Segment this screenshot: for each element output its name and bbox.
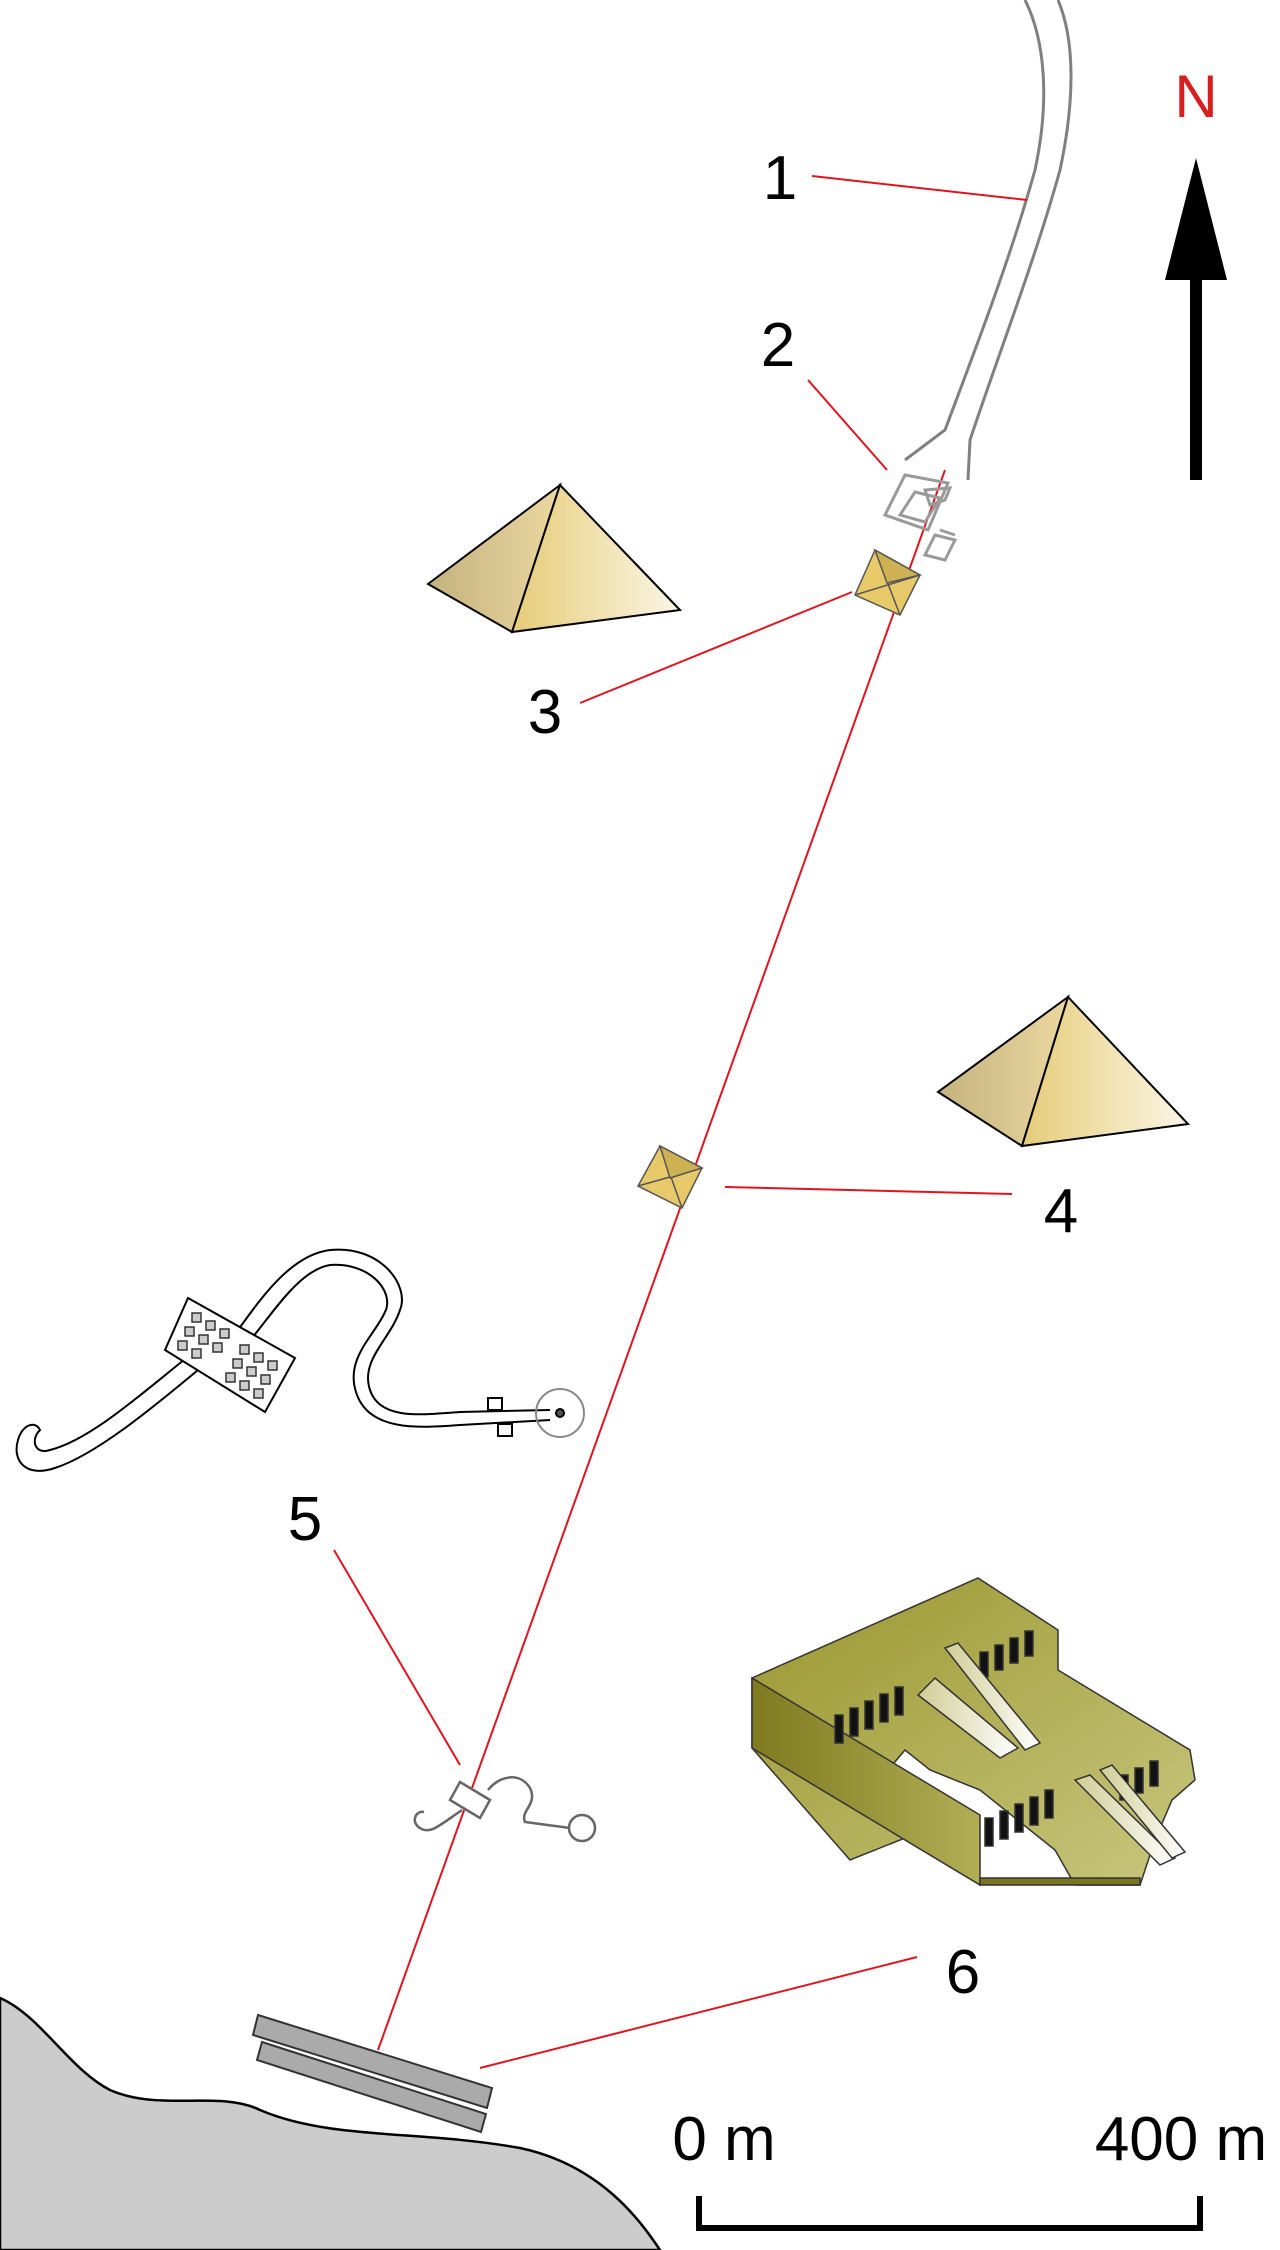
- callout-number-5: 5: [288, 1485, 322, 1554]
- north-letter: N: [1174, 63, 1217, 130]
- pyramid-icon: [426, 482, 683, 634]
- causeway-icon: [904, 0, 1073, 481]
- callout-number-1: 1: [763, 144, 797, 213]
- river-bank-land: [0, 1996, 662, 2250]
- valley-temple-icon: [882, 473, 958, 562]
- pyramid-icon: [936, 994, 1191, 1148]
- small-pyramid-icon: [636, 1144, 704, 1210]
- scale-end-label: 400 m: [1095, 2105, 1267, 2174]
- scale-bar: 0 m 400 m: [672, 2105, 1267, 2231]
- tomb-plan-icon: [15, 1248, 585, 1472]
- callout-number-2: 2: [761, 311, 795, 380]
- callout-number-4: 4: [1044, 1177, 1078, 1246]
- callout-pointers: [333, 175, 1028, 2069]
- small-pyramid-icon: [854, 548, 923, 616]
- tomb-plan-icon: [413, 1776, 597, 1843]
- callout-number-6: 6: [946, 1938, 980, 2007]
- mortuary-temple-icon: [751, 1577, 1196, 1887]
- north-arrow-icon: N: [1165, 63, 1227, 480]
- scale-start-label: 0 m: [672, 2105, 775, 2174]
- axis-line: [377, 469, 946, 2051]
- river-temple-icon: [251, 2013, 494, 2134]
- callout-number-3: 3: [528, 678, 562, 747]
